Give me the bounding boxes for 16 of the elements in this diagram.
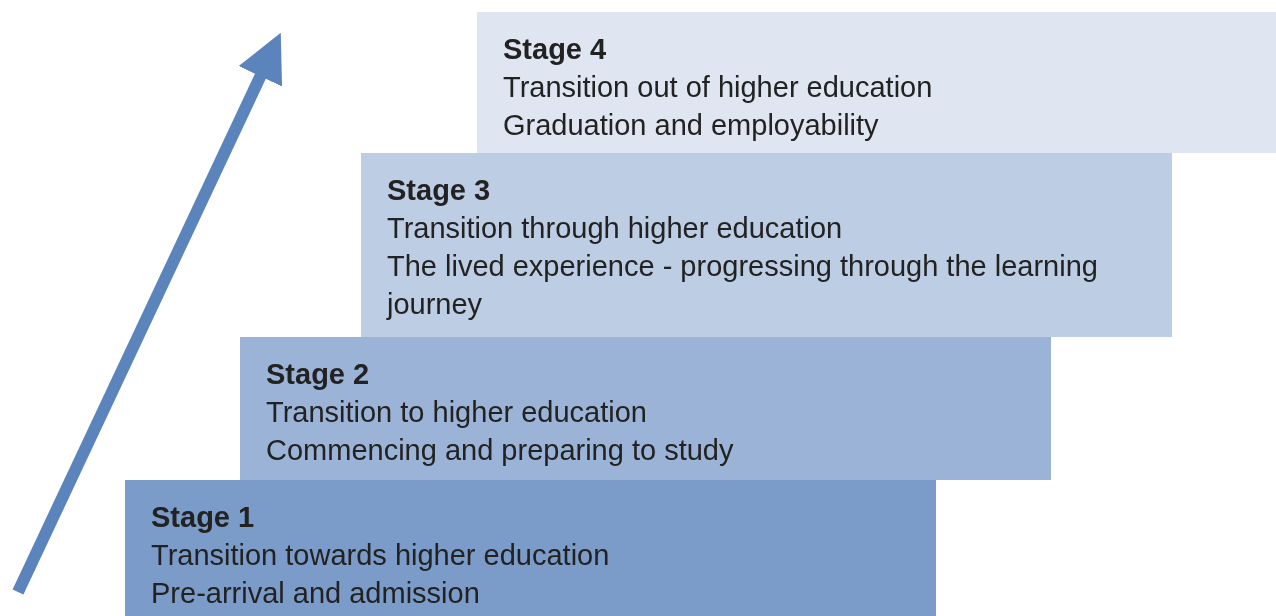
stage-heading: Stage 4 xyxy=(503,32,608,67)
stage-box xyxy=(240,337,1051,480)
stage-box xyxy=(125,480,936,616)
stage-description: Pre-arrival and admission xyxy=(151,576,481,611)
stage-title: Transition through higher education xyxy=(387,211,844,246)
stage-heading: Stage 1 xyxy=(151,500,256,535)
stage-description: Graduation and employability xyxy=(503,108,880,143)
stage-title: Transition towards higher education xyxy=(151,538,611,573)
stage-title: Transition out of higher education xyxy=(503,70,934,105)
stage-box xyxy=(361,153,1172,337)
stage-heading: Stage 3 xyxy=(387,173,492,208)
stage-description: The lived experience - progressing through the learning journey xyxy=(387,249,1099,322)
stage-heading: Stage 2 xyxy=(266,357,371,392)
stage-box xyxy=(477,12,1276,153)
stage-title: Transition to higher education xyxy=(266,395,648,430)
stage-description: Commencing and preparing to study xyxy=(266,433,735,468)
